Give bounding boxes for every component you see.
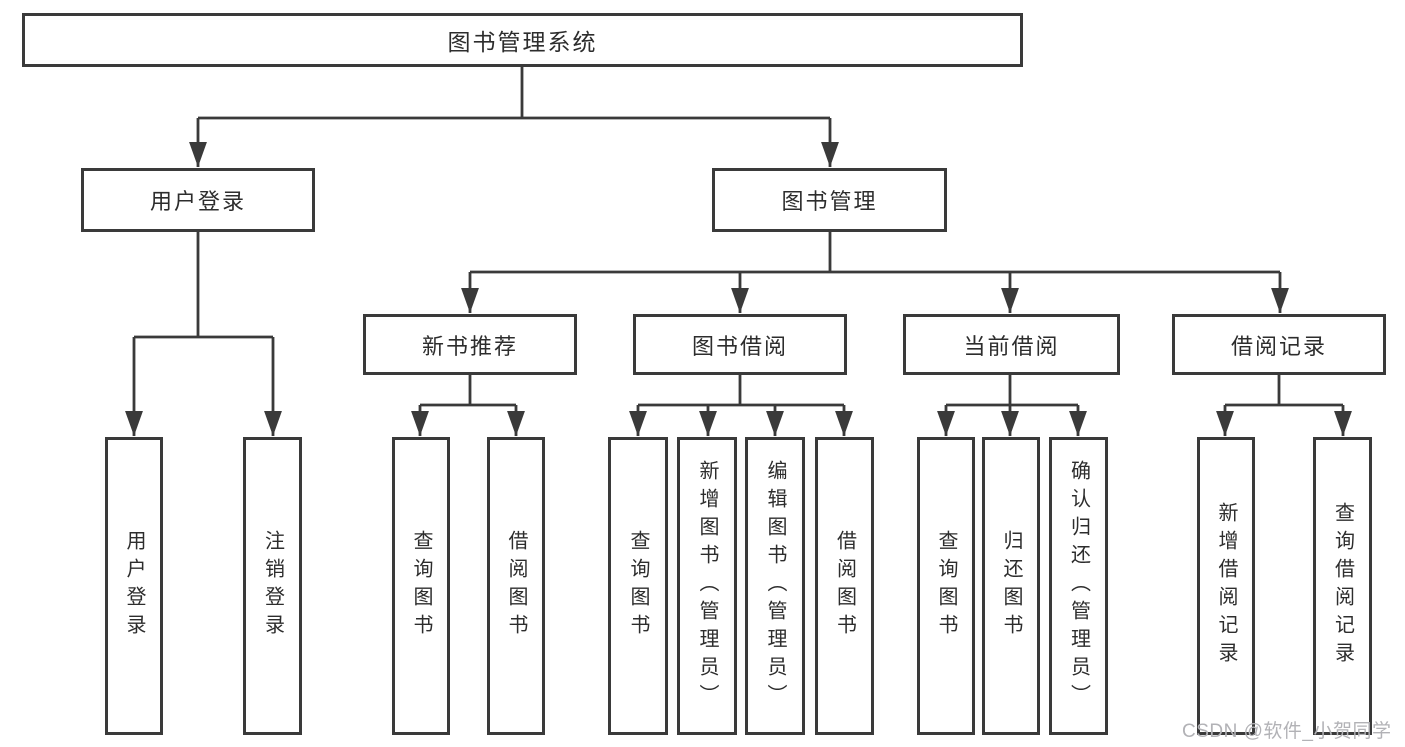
leaf-bb-borrow-books-label: 借阅图书	[833, 530, 856, 642]
connector-current-borrow-trunk	[946, 375, 1078, 407]
node-book-management: 图书管理	[712, 168, 947, 232]
node-root-library-system: 图书管理系统	[22, 13, 1023, 67]
leaf-logout-label: 注销登录	[261, 530, 284, 642]
leaf-bb-add-books-admin-label: 新增图书（管理员）	[696, 460, 718, 712]
node-root-label: 图书管理系统	[447, 29, 598, 55]
leaf-br-query-record: 查询借阅记录	[1313, 437, 1372, 735]
node-current-borrowing: 当前借阅	[903, 314, 1120, 375]
leaf-logout: 注销登录	[243, 437, 302, 735]
leaf-nb-query-books: 查询图书	[392, 437, 450, 735]
leaf-user-login: 用户登录	[105, 437, 163, 735]
node-book-borrowing-label: 图书借阅	[691, 333, 788, 359]
leaf-nb-borrow-books-label: 借阅图书	[505, 530, 527, 642]
connector-book-borrow-trunk	[638, 375, 844, 407]
leaf-cb-query-books-label: 查询图书	[935, 530, 957, 642]
connector-book-management-trunk	[470, 232, 1280, 274]
node-user-login: 用户登录	[81, 168, 315, 232]
node-book-borrowing: 图书借阅	[633, 314, 847, 375]
leaf-bb-borrow-books: 借阅图书	[815, 437, 874, 735]
leaf-bb-edit-books-admin: 编辑图书（管理员）	[745, 437, 805, 735]
leaf-br-query-record-label: 查询借阅记录	[1331, 502, 1354, 670]
leaf-cb-confirm-return-admin-label: 确认归还（管理员）	[1067, 460, 1090, 712]
node-current-borrowing-label: 当前借阅	[963, 333, 1060, 359]
leaf-nb-borrow-books: 借阅图书	[487, 437, 545, 735]
leaf-cb-confirm-return-admin: 确认归还（管理员）	[1049, 437, 1108, 735]
node-borrowing-records: 借阅记录	[1172, 314, 1386, 375]
node-new-book-recommend-label: 新书推荐	[421, 333, 518, 359]
connector-root-trunk	[198, 67, 830, 120]
leaf-cb-query-books: 查询图书	[917, 437, 975, 735]
leaf-br-add-record: 新增借阅记录	[1197, 437, 1255, 735]
leaf-nb-query-books-label: 查询图书	[410, 530, 432, 642]
node-user-login-label: 用户登录	[149, 189, 246, 214]
leaf-bb-add-books-admin: 新增图书（管理员）	[677, 437, 737, 735]
leaf-cb-return-books-label: 归还图书	[1000, 530, 1022, 642]
leaf-bb-query-books: 查询图书	[608, 437, 668, 735]
leaf-bb-edit-books-admin-label: 编辑图书（管理员）	[764, 460, 786, 712]
watermark-text: CSDN @软件_小贺同学	[1182, 721, 1392, 742]
leaf-bb-query-books-label: 查询图书	[627, 530, 649, 642]
node-new-book-recommend: 新书推荐	[363, 314, 577, 375]
node-borrowing-records-label: 借阅记录	[1230, 333, 1327, 359]
leaf-cb-return-books: 归还图书	[982, 437, 1040, 735]
leaf-user-login-label: 用户登录	[123, 530, 145, 642]
node-book-management-label: 图书管理	[781, 189, 878, 214]
connector-new-book-trunk	[420, 375, 516, 407]
leaf-br-add-record-label: 新增借阅记录	[1215, 502, 1237, 670]
connector-borrow-record-trunk	[1225, 375, 1343, 407]
connector-user-login-trunk	[134, 232, 273, 339]
